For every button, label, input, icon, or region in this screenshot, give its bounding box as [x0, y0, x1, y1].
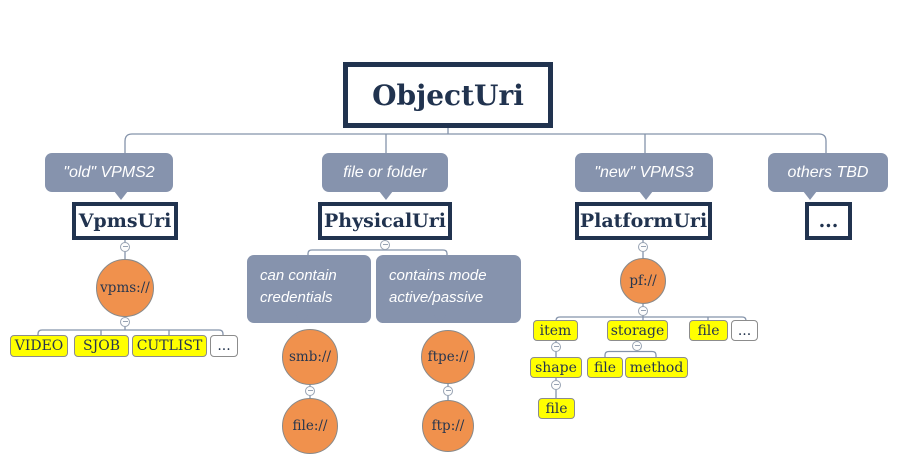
callout-others-tbd[interactable]: others TBD [768, 153, 888, 200]
node-ftp-scheme[interactable]: ftp:// [422, 400, 474, 452]
callout-old-vpms2[interactable]: "old" VPMS2 [45, 153, 173, 200]
note-contains-mode[interactable]: contains mode active/passive [376, 255, 521, 323]
collapse-toggle[interactable] [551, 342, 561, 352]
node-others-ellipsis[interactable]: ... [805, 202, 852, 240]
callout-file-or-folder-label: file or folder [343, 163, 427, 181]
node-shape-file[interactable]: file [538, 398, 575, 419]
node-file-scheme[interactable]: file:// [282, 398, 338, 454]
callout-old-vpms2-label: "old" VPMS2 [63, 163, 155, 181]
node-cutlist[interactable]: CUTLIST [132, 335, 207, 357]
collapse-toggle[interactable] [638, 242, 648, 252]
collapse-toggle[interactable] [120, 317, 130, 327]
node-platformuri[interactable]: PlatformUri [575, 202, 712, 240]
callout-tail-icon [295, 314, 309, 323]
callout-others-tbd-label: others TBD [787, 163, 869, 181]
node-pf-more[interactable]: ... [731, 320, 758, 341]
node-storage-file[interactable]: file [587, 357, 623, 378]
collapse-toggle[interactable] [120, 242, 130, 252]
node-video[interactable]: VIDEO [10, 335, 68, 357]
node-item[interactable]: item [533, 320, 578, 341]
collapse-toggle[interactable] [551, 380, 561, 390]
collapse-toggle[interactable] [638, 306, 648, 316]
callout-tail-icon [639, 191, 653, 200]
node-shape[interactable]: shape [530, 357, 582, 378]
callout-tail-icon [114, 191, 128, 200]
node-vpmsuri[interactable]: VpmsUri [72, 202, 178, 240]
node-objecturi[interactable]: ObjectUri [343, 62, 553, 128]
collapse-toggle[interactable] [632, 341, 642, 351]
node-physicaluri[interactable]: PhysicalUri [318, 202, 452, 240]
collapse-toggle[interactable] [305, 386, 315, 396]
collapse-toggle[interactable] [443, 386, 453, 396]
note-can-contain-credentials[interactable]: can contain credentials [247, 255, 371, 323]
node-pf-file[interactable]: file [689, 320, 728, 341]
node-vpms-scheme[interactable]: vpms:// [96, 259, 154, 317]
node-method[interactable]: method [625, 357, 688, 378]
callout-tail-icon [803, 191, 817, 200]
node-vpms-more[interactable]: ... [210, 335, 238, 357]
node-sjob[interactable]: SJOB [74, 335, 129, 357]
node-smb-scheme[interactable]: smb:// [282, 329, 338, 385]
node-pf-scheme[interactable]: pf:// [620, 258, 666, 304]
callout-tail-icon [379, 191, 393, 200]
collapse-toggle[interactable] [380, 240, 390, 250]
callout-tail-icon [433, 314, 447, 323]
callout-new-vpms3-label: "new" VPMS3 [594, 163, 694, 181]
callout-new-vpms3[interactable]: "new" VPMS3 [575, 153, 713, 200]
node-ftpe-scheme[interactable]: ftpe:// [421, 330, 475, 384]
callout-file-or-folder[interactable]: file or folder [322, 153, 448, 200]
node-storage[interactable]: storage [607, 320, 668, 341]
